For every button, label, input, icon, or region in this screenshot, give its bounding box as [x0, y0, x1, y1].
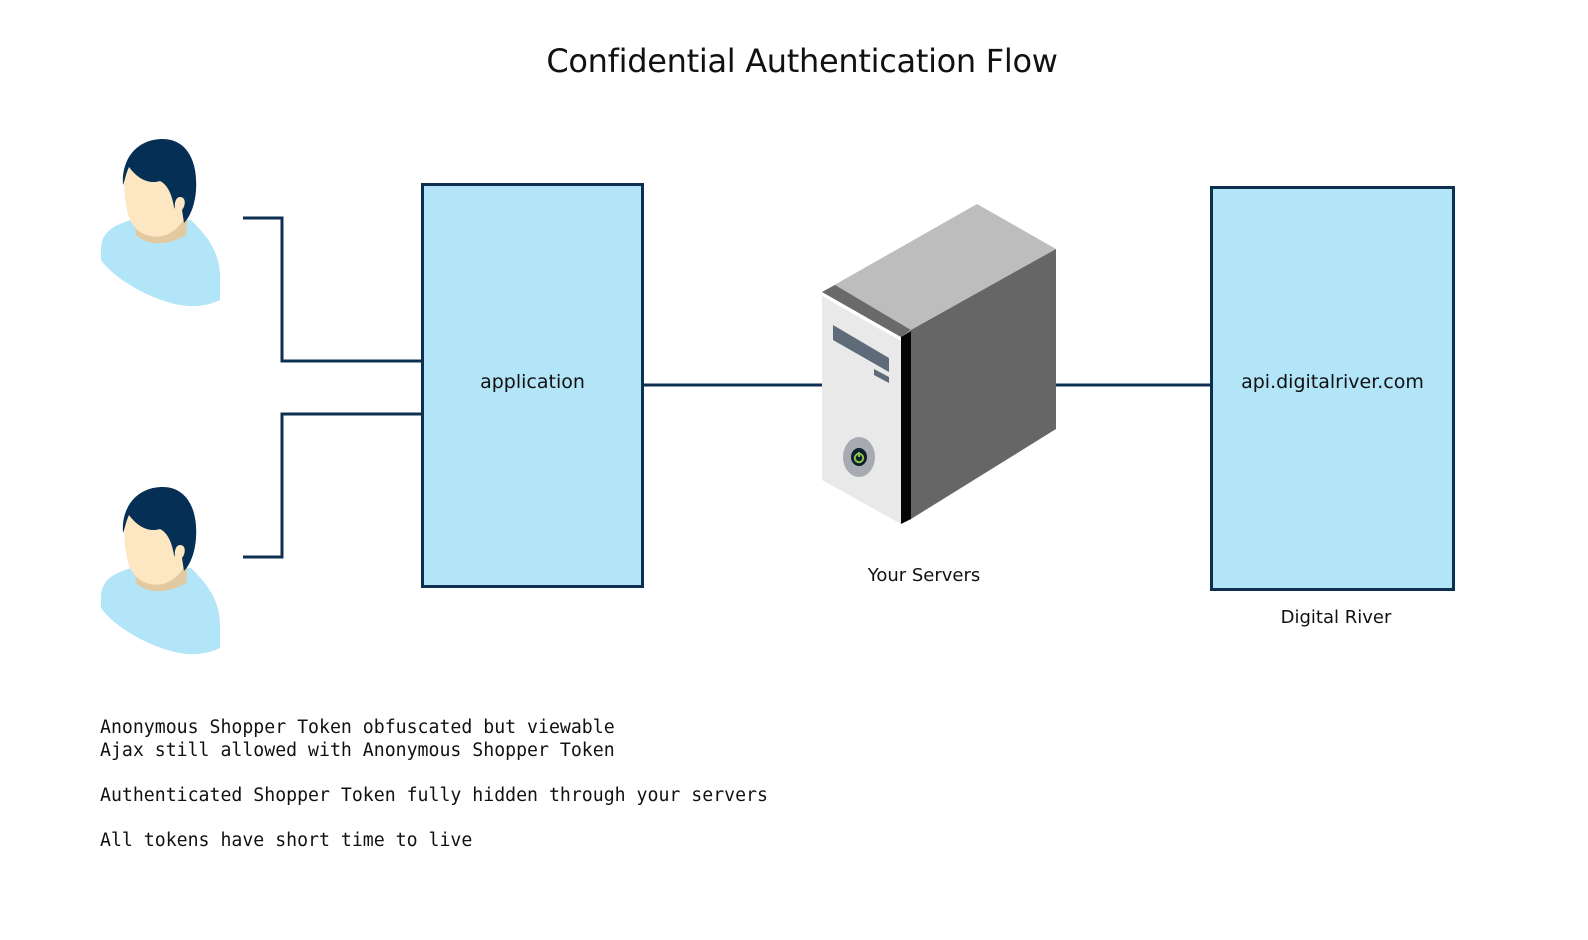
note-line: Authenticated Shopper Token fully hidden… — [100, 785, 768, 806]
note-line: All tokens have short time to live — [100, 830, 473, 851]
digital-river-caption: Digital River — [1280, 607, 1392, 628]
notes: Anonymous Shopper Token obfuscated but v… — [100, 716, 768, 852]
edge-user2-to-application — [243, 412, 422, 559]
servers-caption: Your Servers — [867, 565, 981, 586]
api-box: api.digitalriver.com — [1210, 186, 1455, 591]
application-box: application — [421, 183, 644, 588]
server-tower-icon — [818, 200, 1063, 525]
application-label: application — [480, 370, 585, 393]
edge-user1-to-application — [243, 216, 422, 363]
user-icon — [96, 135, 226, 310]
note-line: Anonymous Shopper Token obfuscated but v… — [100, 717, 615, 738]
user-icon — [96, 483, 226, 658]
diagram-title: Confidential Authentication Flow — [546, 42, 1058, 80]
api-label: api.digitalriver.com — [1241, 371, 1424, 393]
note-line: Ajax still allowed with Anonymous Shoppe… — [100, 740, 615, 761]
